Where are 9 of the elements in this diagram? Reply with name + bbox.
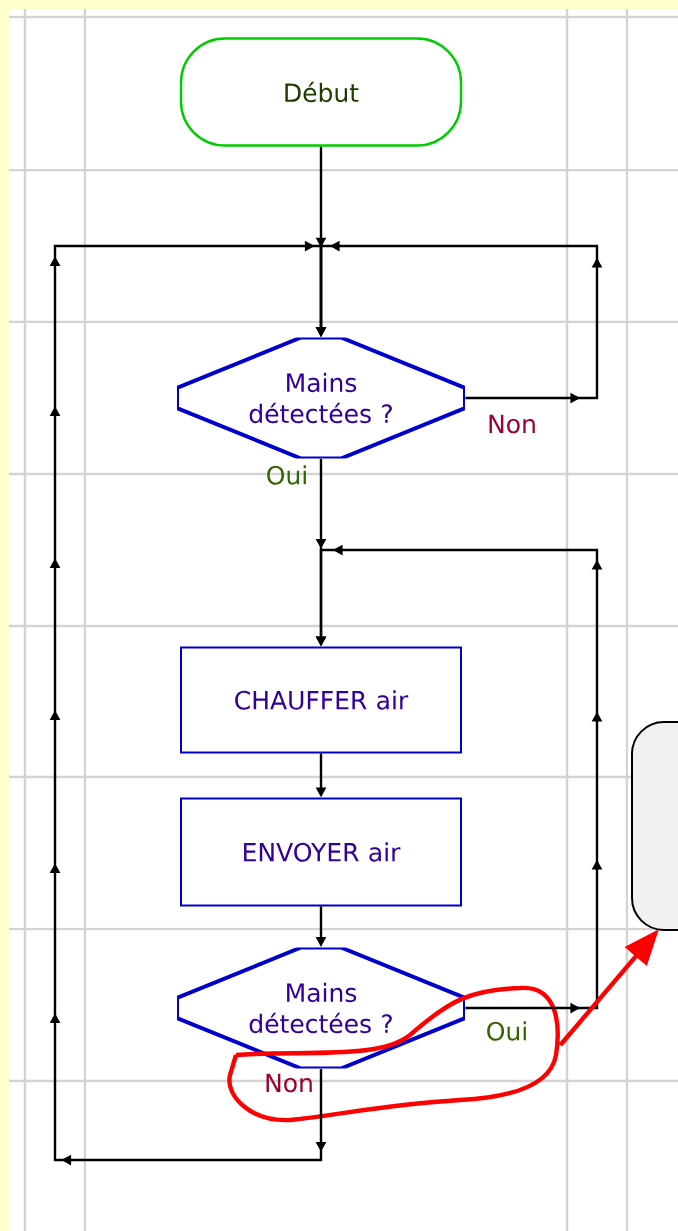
edge-label: Non — [489, 414, 535, 434]
edge-label: Non — [266, 1073, 312, 1093]
rounded-panel — [631, 721, 678, 931]
process-box: ENVOYER air — [180, 797, 462, 907]
edge-label: Oui — [267, 465, 306, 485]
edge-label: Oui — [487, 1021, 526, 1041]
start-terminal: Début — [179, 37, 463, 147]
arrow — [49, 240, 327, 1166]
process-box: CHAUFFER air — [180, 646, 462, 754]
